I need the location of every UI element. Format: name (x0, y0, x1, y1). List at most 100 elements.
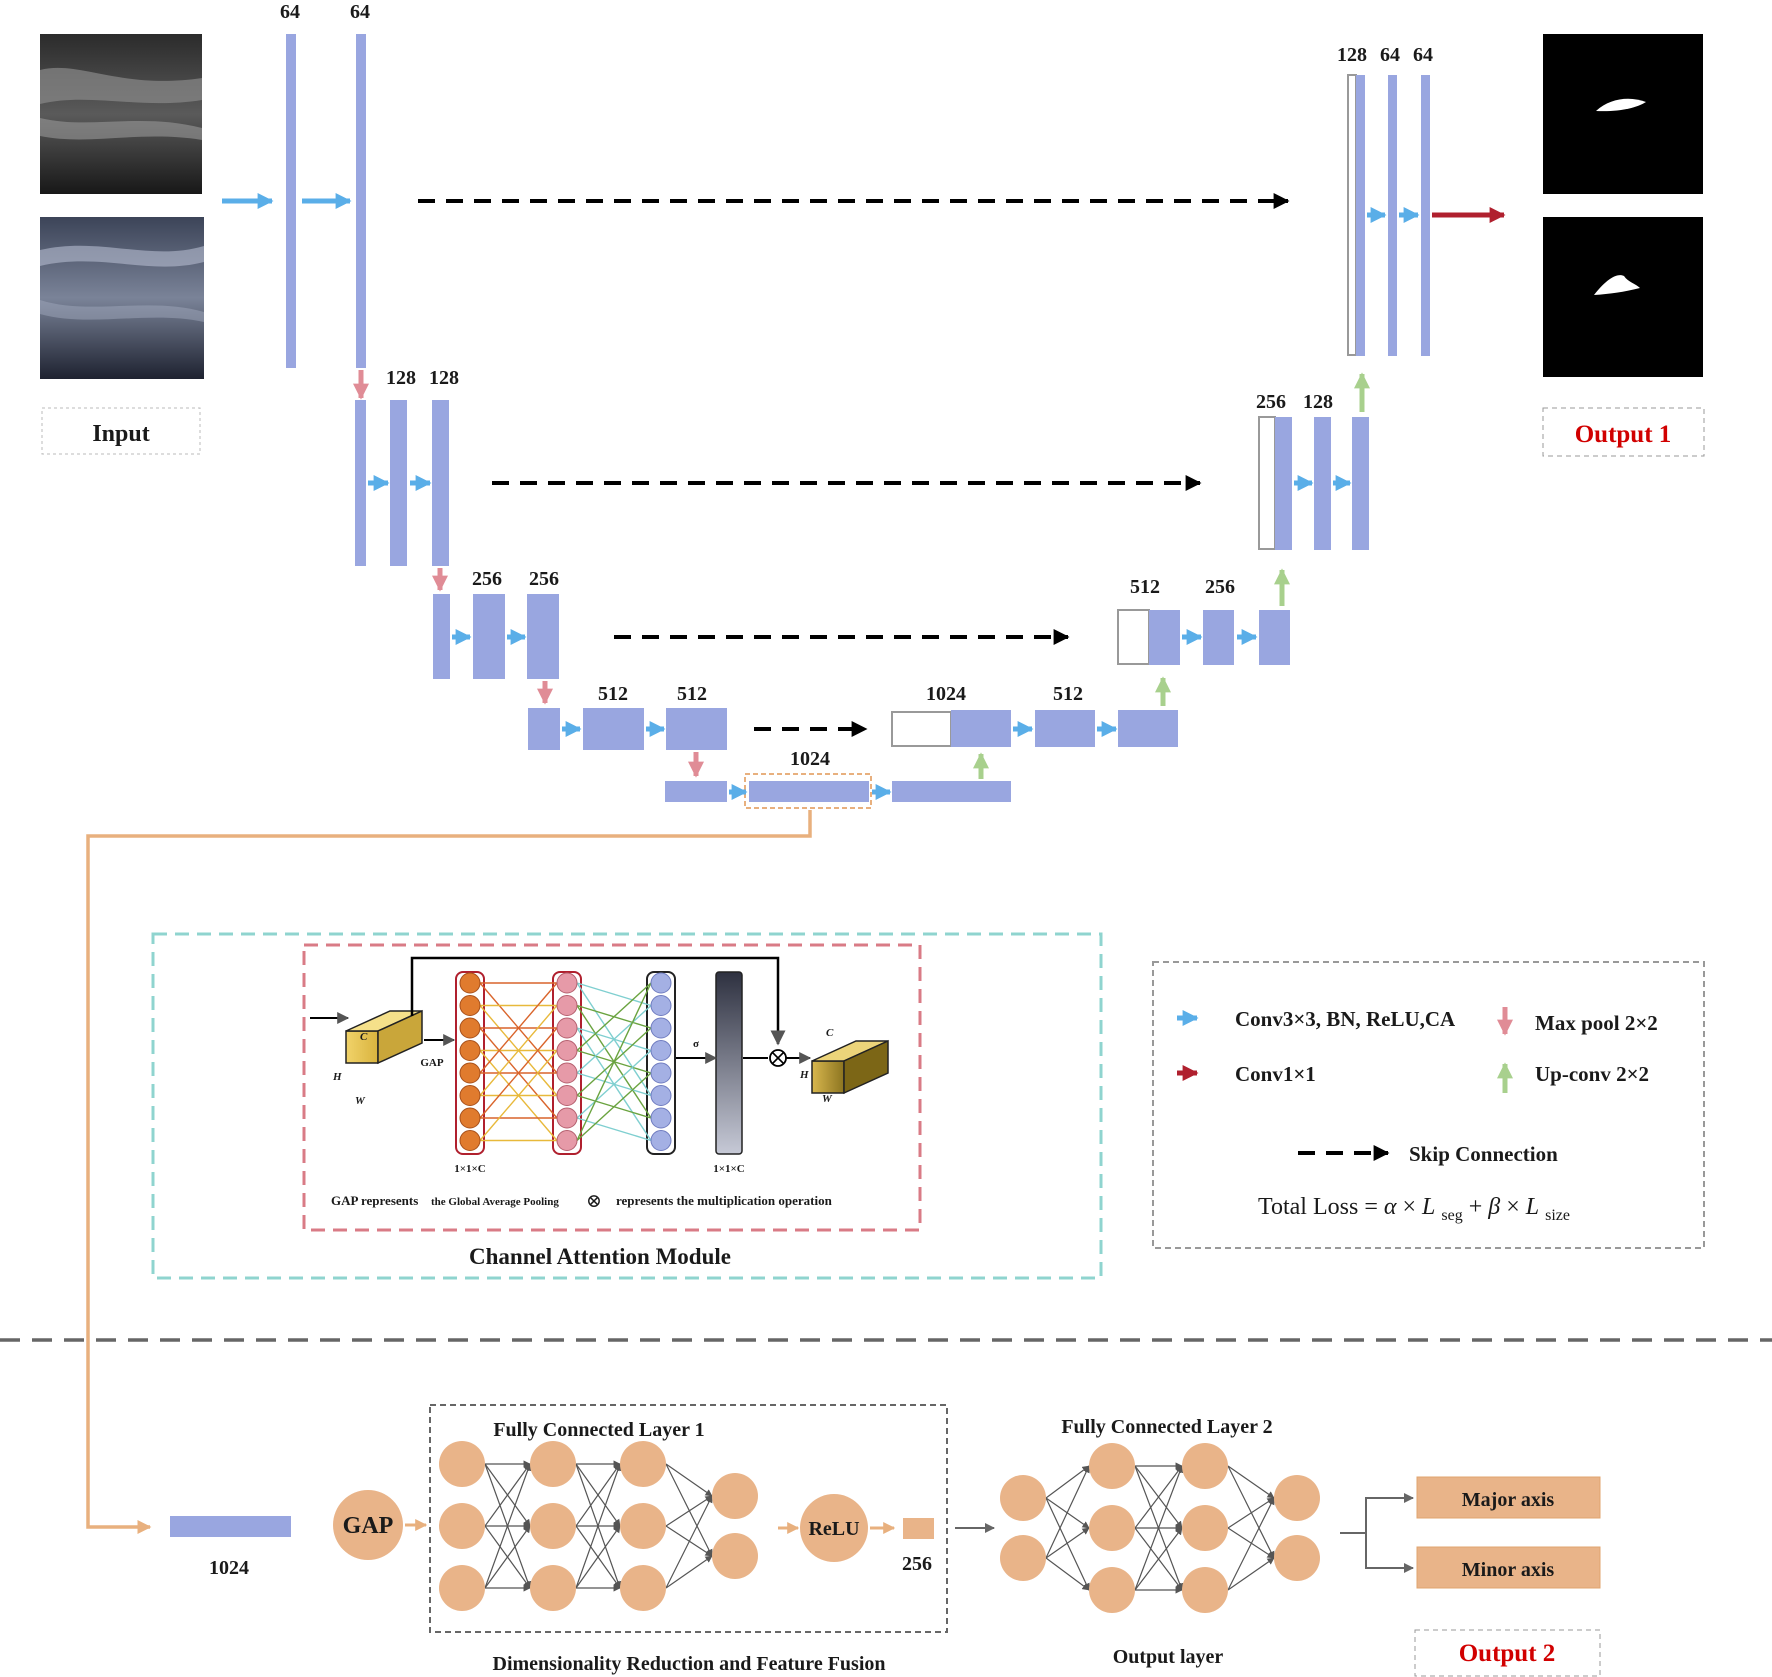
fc-connection (484, 1525, 531, 1589)
caption-gap-desc: the Global Average Pooling (431, 1196, 559, 1208)
fc-node (1182, 1443, 1228, 1489)
dec3-block-3 (1259, 610, 1290, 665)
enc3-block-1 (433, 594, 450, 679)
attention-title: Channel Attention Module (469, 1244, 731, 1269)
enc1-label-2: 64 (350, 1, 370, 23)
loss-plus: + (1469, 1194, 1489, 1220)
dec4-concat-empty (891, 711, 952, 747)
major-branch-arrow (1365, 1493, 1414, 1533)
input-label: Input (92, 421, 149, 447)
cube-c-label: C (360, 1031, 368, 1043)
dims-right-label: 1×1×C (713, 1163, 745, 1175)
dec1-label-1: 128 (1337, 44, 1367, 66)
fc-connection (1045, 1557, 1090, 1591)
enc2-label-2: 128 (429, 367, 459, 389)
fc-node (1182, 1567, 1228, 1613)
dec2-label-2: 128 (1303, 391, 1333, 413)
sigmoid-bar (715, 971, 743, 1155)
output1-label-box (1542, 407, 1705, 457)
attention-outer-box (151, 932, 1103, 1280)
enc2-label-1: 128 (386, 367, 416, 389)
fc-connection (665, 1555, 713, 1589)
fc-connection (665, 1463, 713, 1557)
fc1-connections (484, 1460, 713, 1592)
attention-connection (479, 982, 558, 1074)
cube-w-label: W (355, 1095, 366, 1107)
caption-mult: represents the multiplication operation (616, 1193, 833, 1208)
output1-label: Output 1 (1575, 421, 1672, 448)
attention-connection (479, 1050, 558, 1141)
loss-beta: β (1487, 1194, 1500, 1220)
fc-node (1089, 1443, 1135, 1489)
fc-connection (575, 1525, 621, 1589)
dec3-concat-empty (1117, 609, 1150, 665)
fc-node (712, 1473, 758, 1519)
cube-h-label: H (332, 1071, 342, 1083)
fc-node (1274, 1475, 1320, 1521)
section-title: Dimensionality Reduction and Feature Fus… (493, 1653, 886, 1675)
dec2-block-2 (1314, 417, 1331, 550)
fc-connection (1227, 1465, 1275, 1559)
cube2-c-label: C (826, 1027, 834, 1039)
attention-node (459, 1107, 481, 1129)
attention-node (556, 1062, 578, 1084)
fc-node (1000, 1535, 1046, 1581)
multiply-icon-x2 (771, 1051, 785, 1065)
attention-connection (576, 1072, 652, 1142)
gap-node (333, 1490, 403, 1560)
loss-alpha: α (1384, 1194, 1397, 1220)
feature-vector-1024 (170, 1516, 291, 1537)
attention-connection (576, 1049, 652, 1119)
attention-node (459, 972, 481, 994)
relu-node-label: ReLU (808, 1518, 859, 1540)
fc-connection (575, 1463, 622, 1589)
enc4-block-3 (666, 708, 727, 750)
enc4-block-2 (583, 708, 644, 750)
dec2-label-1: 256 (1256, 391, 1286, 413)
attention-connection (576, 982, 652, 1052)
fc-connection (665, 1495, 713, 1527)
caption-mult-symbol: ⊗ (586, 1191, 602, 1212)
attention-connections (479, 982, 652, 1142)
enc4-block-1 (528, 708, 560, 750)
dec1-block-1 (1356, 75, 1365, 356)
fc-node (1089, 1505, 1135, 1551)
fc-node (1089, 1567, 1135, 1613)
loss-lsize-sub: size (1545, 1207, 1570, 1224)
fc-connection (1045, 1465, 1090, 1499)
attention-node (556, 995, 578, 1016)
major-axis-label: Major axis (1462, 1489, 1555, 1511)
enc3-block-2 (473, 594, 505, 679)
dec2-concat-empty (1258, 416, 1276, 550)
fc-connection (1134, 1465, 1184, 1591)
dims-left-label: 1×1×C (454, 1163, 486, 1175)
fc-node (1182, 1505, 1228, 1551)
enc1-block-1 (286, 34, 296, 368)
vector-256-label: 256 (902, 1553, 932, 1575)
dec4-block-1 (951, 710, 1011, 747)
output-mask-1 (1543, 34, 1703, 194)
fc-node (712, 1533, 758, 1579)
loss-lseg: L (1421, 1194, 1435, 1220)
fc-connection (1227, 1497, 1275, 1591)
input-feature-cube (345, 1009, 423, 1065)
loss-prefix: Total Loss = (1258, 1194, 1384, 1220)
fc-node (439, 1565, 485, 1611)
fc-node (439, 1503, 485, 1549)
dec1-block-2 (1388, 75, 1397, 356)
loss-lsize: L (1525, 1194, 1539, 1220)
attention-connection (479, 1005, 558, 1096)
fc2-title: Fully Connected Layer 2 (1061, 1416, 1272, 1438)
fc-node (620, 1565, 666, 1611)
minor-axis-box (1416, 1546, 1601, 1589)
attention-nodes (459, 972, 672, 1151)
fc-node (439, 1441, 485, 1487)
gap-small-label: GAP (420, 1057, 444, 1069)
fc-connection (1045, 1497, 1090, 1591)
enc2-block-1 (355, 400, 366, 566)
loss-times-1: × (1402, 1194, 1422, 1220)
legend-box (1152, 961, 1705, 1249)
dec3-block-2 (1203, 610, 1234, 665)
enc4-label-1: 512 (598, 683, 628, 705)
